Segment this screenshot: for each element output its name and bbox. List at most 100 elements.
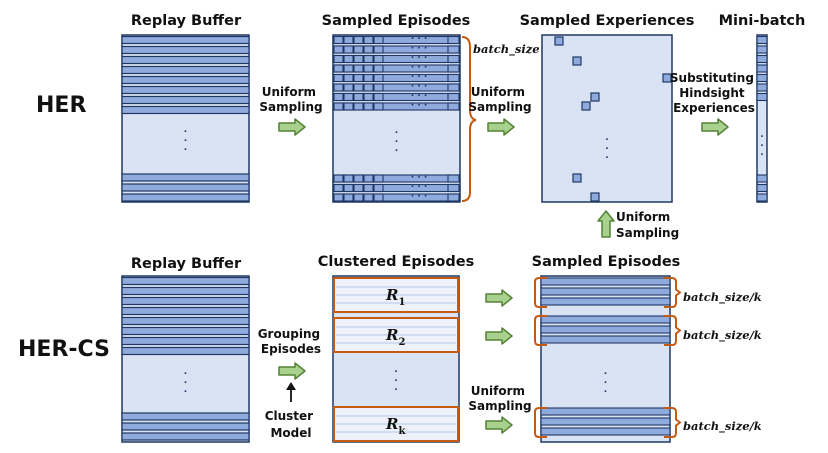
her-row-label: HER (36, 93, 86, 118)
buffer-episode-row (121, 105, 250, 115)
experience-cell (590, 192, 600, 202)
experience-cell (572, 173, 582, 183)
hercs-batch-label-k: batch_size/k (683, 419, 762, 434)
hercs-uniform-sampling-label: Uniform Sampling (468, 384, 531, 413)
sampled-episode-row (540, 277, 671, 286)
experience-cell (554, 36, 564, 46)
her-substituting-label: Substituting Hindsight Experiences (670, 71, 758, 115)
experience-cell (662, 73, 672, 83)
sampled-episode-row (540, 315, 671, 324)
sampled-episode-row (332, 102, 461, 111)
hercs-cluster-model-label: Cluster Model (265, 409, 318, 440)
svg-text:.: . (184, 385, 187, 395)
buffer-episode-row (121, 276, 250, 286)
hercs-batch-label-1: batch_size/k (683, 290, 762, 305)
her-mini-batch: ... (756, 34, 768, 203)
svg-text:.: . (604, 376, 607, 386)
svg-text:· · ·: · · · (411, 101, 428, 111)
sampled-episode-row (332, 183, 461, 193)
buffer-episode-row (121, 85, 250, 95)
hercs-replay-buffer-title: Replay Buffer (131, 256, 242, 272)
svg-text:· · ·: · · · (411, 63, 428, 73)
her-arrow-2 (487, 118, 515, 136)
svg-text:· · ·: · · · (411, 173, 428, 183)
her-replay-buffer-title: Replay Buffer (131, 13, 242, 29)
svg-text:.: . (605, 133, 608, 143)
sampled-episode-row (540, 417, 671, 426)
svg-text:.: . (395, 144, 398, 154)
her-sampled-episodes: · · ·· · ·· · ·· · ·· · ·· · ·· · ·· · ·… (332, 34, 461, 203)
cluster-box-1: R1 (333, 277, 459, 313)
her-arrow-1 (278, 118, 306, 136)
her-uniform-sampling-label-3: Uniform Sampling (616, 210, 679, 240)
minibatch-cell (756, 54, 768, 64)
her-batch-brace (461, 36, 477, 202)
buffer-episode-row (121, 173, 250, 182)
hercs-arrow-cluster-k (485, 416, 513, 434)
hercs-arrow-cluster-2 (485, 327, 513, 345)
buffer-episode-row (121, 65, 250, 75)
sampled-episode-row (540, 407, 671, 416)
svg-text:· · ·: · · · (411, 54, 428, 64)
svg-text:· · ·: · · · (411, 73, 428, 83)
sampled-episode-row (540, 287, 671, 296)
svg-text:· · ·: · · · (411, 44, 428, 54)
hercs-sampled-episodes: ... (540, 275, 671, 443)
buffer-episode-row (121, 432, 250, 441)
experience-cell (572, 56, 582, 66)
buffer-episode-row (121, 45, 250, 55)
sampled-episode-row (540, 325, 671, 334)
buffer-episode-row (121, 286, 250, 296)
buffer-episode-row (121, 75, 250, 85)
cluster-box-2: R2 (333, 317, 459, 353)
sampled-episode-row (332, 92, 461, 102)
sampled-episode-row (332, 193, 461, 202)
svg-text:.: . (184, 376, 187, 386)
minibatch-cell (756, 83, 768, 92)
hercs-batch-braces (534, 277, 682, 438)
minibatch-cell (756, 64, 768, 73)
buffer-episode-row (121, 296, 250, 306)
her-uniform-sampling-label-2: Uniform Sampling (468, 85, 531, 114)
svg-text:.: . (604, 367, 607, 377)
her-sampled-episodes-title: Sampled Episodes (322, 13, 471, 29)
svg-text:.: . (760, 139, 763, 149)
svg-text:.: . (395, 135, 398, 145)
svg-text:· · ·: · · · (411, 92, 428, 102)
buffer-episode-row (121, 35, 250, 45)
experience-cell (581, 101, 591, 111)
cluster-model-arrow (286, 382, 296, 402)
svg-text:.: . (184, 143, 187, 153)
her-arrow-up (597, 210, 615, 238)
minibatch-cell (756, 35, 768, 45)
her-batch-size-label: batch_size (473, 42, 540, 57)
minibatch-cell (756, 193, 768, 202)
her-minibatch-title: Mini-batch (719, 13, 806, 29)
minibatch-cell (756, 174, 768, 183)
svg-text:.: . (395, 126, 398, 136)
her-sampled-experiences: . . . (541, 34, 673, 203)
svg-text:.: . (184, 125, 187, 135)
hercs-arrow-cluster-1 (485, 289, 513, 307)
sampled-episode-row (332, 54, 461, 64)
svg-text:.: . (760, 148, 763, 158)
buffer-episode-row (121, 346, 250, 356)
buffer-episode-row (121, 183, 250, 192)
her-arrow-3 (701, 118, 729, 136)
svg-text:.: . (604, 385, 607, 395)
her-replay-buffer: ... (121, 34, 250, 203)
hercs-grouping-label: Grouping Episodes (258, 327, 325, 356)
hercs-replay-buffer: ... (121, 275, 250, 443)
sampled-episode-row (332, 73, 461, 83)
cluster-box-3: Rk (333, 406, 459, 442)
sampled-episode-row (332, 83, 461, 92)
hercs-row-label: HER-CS (18, 337, 110, 362)
buffer-episode-row (121, 55, 250, 65)
sampled-episode-row (540, 427, 671, 436)
svg-text:· · ·: · · · (411, 82, 428, 92)
sampled-episode-row (332, 174, 461, 183)
svg-text:.: . (394, 374, 397, 384)
svg-text:.: . (394, 365, 397, 375)
